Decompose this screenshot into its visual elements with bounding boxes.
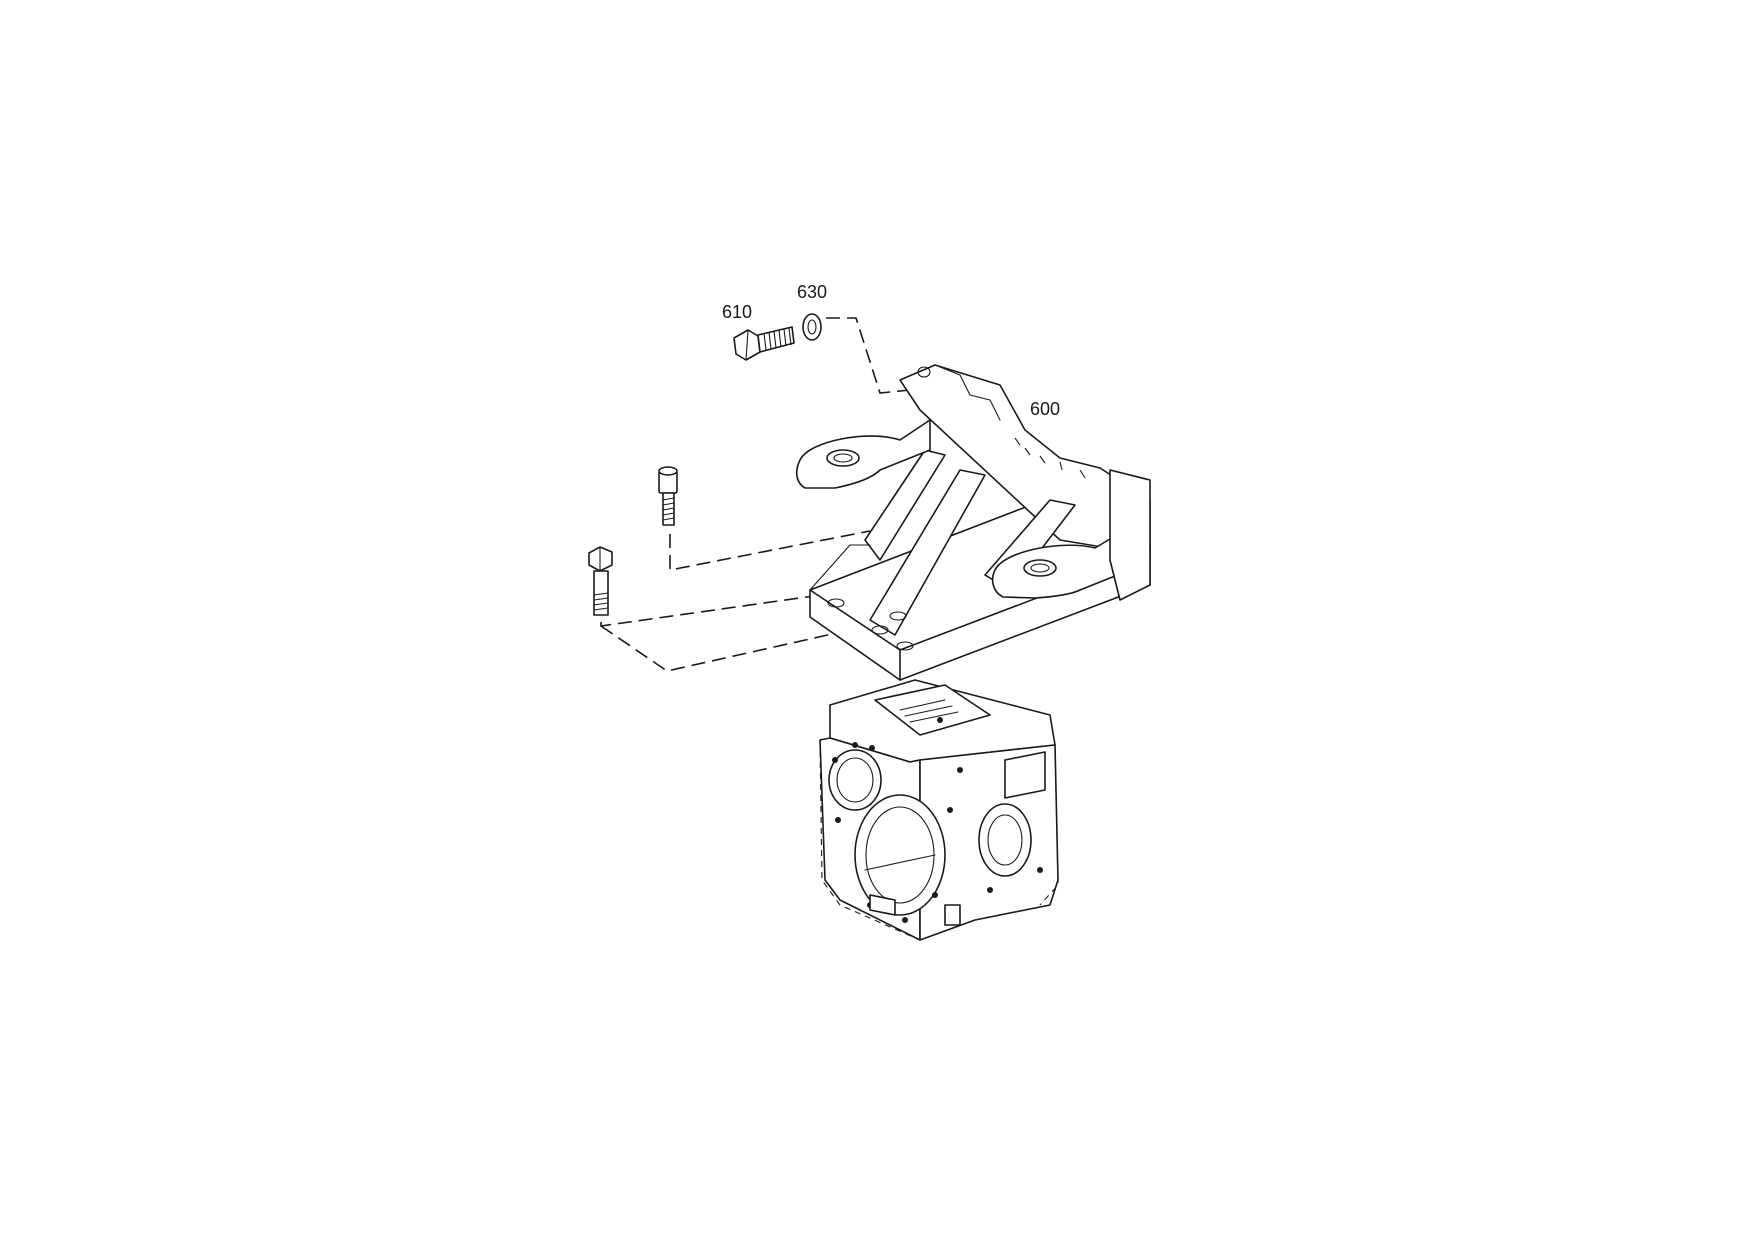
- assembly-line-cap-screw: [669, 530, 871, 571]
- hex-bolt-610: [733, 326, 795, 361]
- mounting-bracket-600: [795, 364, 1151, 681]
- washer-630: [802, 313, 822, 341]
- callout-610: 610: [722, 302, 752, 322]
- assembly-line-hex-bolt: [600, 592, 836, 627]
- front-bore: [854, 794, 946, 916]
- bolt-hole: [889, 611, 907, 621]
- gearbox-housing: [819, 679, 1059, 941]
- cap-screw: [658, 466, 678, 526]
- inspection-plate: [1004, 751, 1046, 799]
- callout-630: 630: [797, 282, 827, 302]
- bolt-hole: [827, 598, 845, 608]
- side-bore: [978, 803, 1032, 877]
- bolt-hole: [896, 641, 914, 651]
- hex-bolt: [588, 546, 613, 616]
- bolt-hole: [917, 366, 931, 378]
- assembly-line-hex-bolt-lower: [600, 625, 851, 672]
- callout-600: 600: [1030, 399, 1060, 419]
- assembly-line-630: [826, 317, 921, 394]
- bolt-hole: [871, 625, 889, 635]
